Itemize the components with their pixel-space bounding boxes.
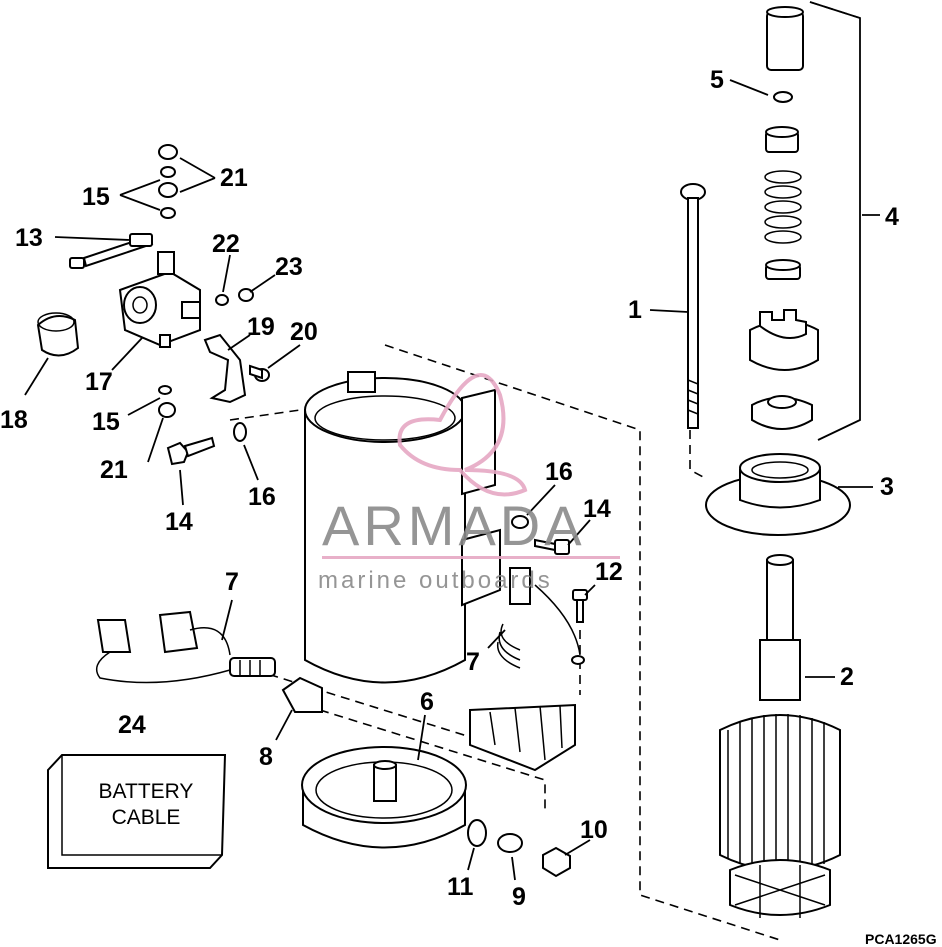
screw-12 <box>572 589 588 623</box>
callout-18: 18 <box>0 406 28 434</box>
screw-14-left <box>166 436 216 466</box>
bracket-19 <box>203 333 247 404</box>
callout-21-top: 21 <box>220 164 248 192</box>
watermark-logo-icon <box>397 373 528 497</box>
callout-labels: 1 2 3 4 5 6 7 7 8 9 10 11 12 13 14 14 15… <box>0 66 899 911</box>
washer-16-right <box>511 515 529 529</box>
callout-24: 24 <box>118 711 146 739</box>
callout-22: 22 <box>212 230 240 258</box>
watermark-brand: ARMADA <box>322 494 586 557</box>
callout-13: 13 <box>15 224 43 252</box>
callout-12: 12 <box>595 558 623 586</box>
callout-6: 6 <box>420 688 434 716</box>
retaining-ring <box>773 91 793 103</box>
solenoid <box>118 251 201 348</box>
callout-20: 20 <box>290 318 318 346</box>
callout-11: 11 <box>447 873 474 901</box>
end-cap <box>301 746 467 849</box>
callout-16-left: 16 <box>248 483 276 511</box>
callout-15-lower: 15 <box>92 408 120 436</box>
drive-assembly <box>749 6 819 430</box>
nuts-washers-lower <box>158 385 176 418</box>
callout-23: 23 <box>275 253 303 281</box>
callout-14-right: 14 <box>583 495 611 523</box>
callout-1: 1 <box>628 296 642 324</box>
nut-10 <box>542 846 571 878</box>
callout-15-top: 15 <box>82 183 110 211</box>
battery-cable-line1: BATTERY <box>99 780 194 803</box>
leader-lines <box>24 79 880 881</box>
battery-cable-box: BATTERY CABLE <box>47 754 227 869</box>
washer-16-left <box>233 422 247 442</box>
screw-14-right <box>534 538 570 555</box>
armada-watermark: ARMADA marine outboards <box>318 373 620 594</box>
brush-set <box>95 584 585 684</box>
callout-10: 10 <box>580 816 608 844</box>
drive-end-cap <box>705 453 851 536</box>
watermark-tagline: marine outboards <box>318 567 553 594</box>
nut-22 <box>215 294 229 306</box>
callout-7-right: 7 <box>466 648 480 676</box>
terminal-stud-13 <box>69 233 154 269</box>
bracket-4 <box>809 1 861 441</box>
callout-16-right: 16 <box>545 458 573 486</box>
callout-17: 17 <box>85 368 113 396</box>
callout-2: 2 <box>840 663 854 691</box>
washer-11 <box>467 819 487 847</box>
armature <box>719 554 841 918</box>
through-bolt <box>680 183 706 429</box>
drive-spring <box>764 170 802 244</box>
callout-5: 5 <box>710 66 724 94</box>
nut-23 <box>238 288 254 302</box>
callout-21-lower: 21 <box>100 456 128 484</box>
screw-20 <box>249 364 270 382</box>
washer-9 <box>497 833 523 853</box>
figure-code: PCA1265G <box>865 931 937 947</box>
callout-7-left: 7 <box>225 568 239 596</box>
battery-cable-line2: CABLE <box>112 806 181 829</box>
watermark-underline <box>322 556 620 559</box>
callout-9: 9 <box>512 883 526 911</box>
callout-3: 3 <box>880 473 894 501</box>
callout-8: 8 <box>259 743 273 771</box>
callout-4: 4 <box>885 203 899 231</box>
brush-holder <box>469 567 576 772</box>
boot-18 <box>36 312 80 357</box>
nuts-washers-top <box>158 144 178 219</box>
terminal-bracket <box>281 676 323 713</box>
callout-14-left: 14 <box>165 508 193 536</box>
frame-housing <box>304 371 501 684</box>
callout-19: 19 <box>247 313 275 341</box>
